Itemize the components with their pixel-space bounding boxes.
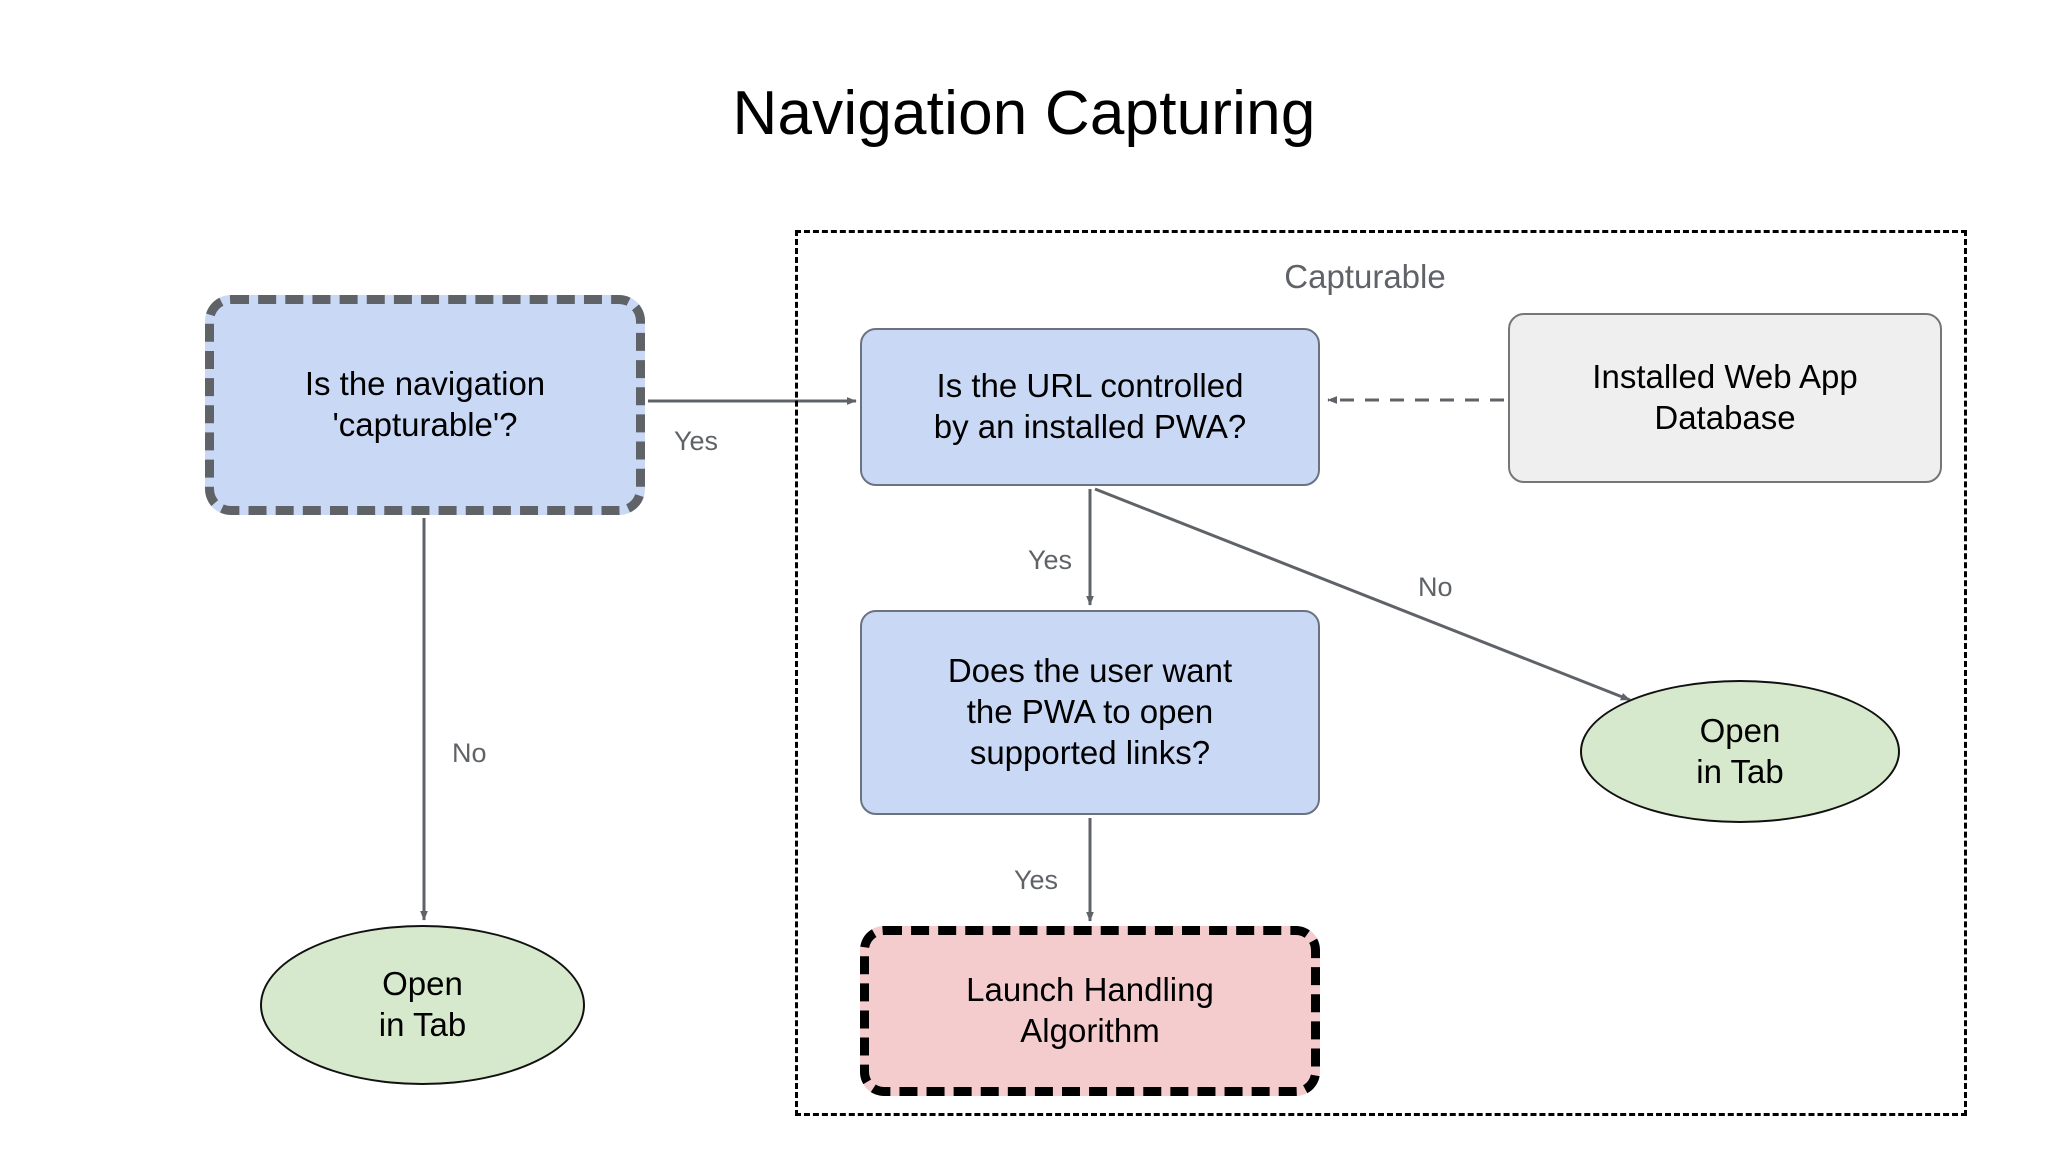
node-is-navigation-capturable[interactable]: Is the navigation 'capturable'? [205,295,645,515]
edge-label-url-no: No [1418,572,1453,602]
node-label: Open in Tab [1696,711,1784,790]
edge-label-user-yes: Yes [1014,865,1059,895]
node-open-in-tab-right[interactable]: Open in Tab [1580,680,1900,823]
node-installed-web-app-database[interactable]: Installed Web App Database [1508,313,1942,483]
node-label: Installed Web App Database [1592,358,1858,436]
edge-label-url-yes: Yes [1028,545,1073,575]
node-is-url-controlled-by-installed-pwa[interactable]: Is the URL controlled by an installed PW… [860,328,1320,486]
capturable-group-label: Capturable [1284,258,1446,295]
node-label: Is the navigation 'capturable'? [304,365,546,443]
node-label: Is the URL controlled by an installed PW… [933,367,1247,445]
edge-label-capturable-yes: Yes [674,426,719,456]
page-title: Navigation Capturing [732,79,1316,148]
capturable-group-boundary [795,230,1967,1116]
node-label: Launch Handling Algorithm [966,971,1214,1049]
node-does-user-want-pwa-open-supported-links[interactable]: Does the user want the PWA to open suppo… [860,610,1320,815]
node-open-in-tab-left[interactable]: Open in Tab [260,925,585,1085]
edge-label-capturable-no: No [452,738,487,768]
node-label: Does the user want the PWA to open suppo… [947,652,1233,771]
node-label: Open in Tab [378,965,467,1043]
node-launch-handling-algorithm[interactable]: Launch Handling Algorithm [860,926,1320,1096]
